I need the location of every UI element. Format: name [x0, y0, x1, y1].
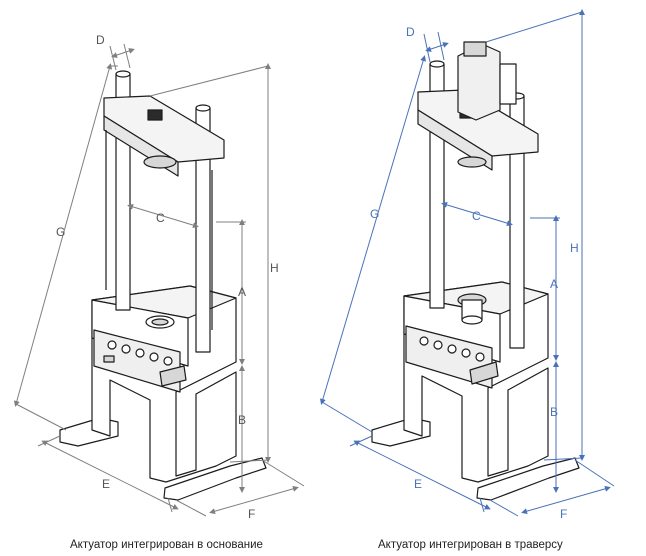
left-label-g: G	[56, 225, 65, 239]
right-label-g: G	[370, 207, 379, 221]
right-label-e: E	[414, 477, 422, 491]
left-label-d: D	[96, 33, 105, 47]
right-label-d: D	[406, 25, 415, 39]
left-machine	[59, 70, 267, 501]
right-label-h: H	[570, 241, 579, 255]
right-label-b: B	[550, 405, 558, 419]
right-label-a: A	[550, 277, 558, 291]
right-labels: D C G H A B E F	[370, 25, 579, 521]
left-label-f: F	[248, 507, 255, 521]
left-caption: Актуатор интегрирован в основание	[70, 539, 263, 551]
left-label-c: C	[156, 211, 165, 225]
left-dimensions	[13, 43, 305, 517]
right-label-f: F	[560, 507, 567, 521]
right-machine	[371, 41, 580, 501]
right-dimensions	[319, 9, 615, 517]
left-label-b: B	[238, 413, 246, 427]
left-label-h: H	[270, 261, 279, 275]
left-label-e: E	[102, 477, 110, 491]
left-label-a: A	[238, 285, 246, 299]
right-caption: Актуатор интегрирован в траверсу	[378, 539, 563, 551]
left-labels: D C G H A B E F	[56, 33, 279, 521]
right-label-c: C	[472, 209, 481, 223]
